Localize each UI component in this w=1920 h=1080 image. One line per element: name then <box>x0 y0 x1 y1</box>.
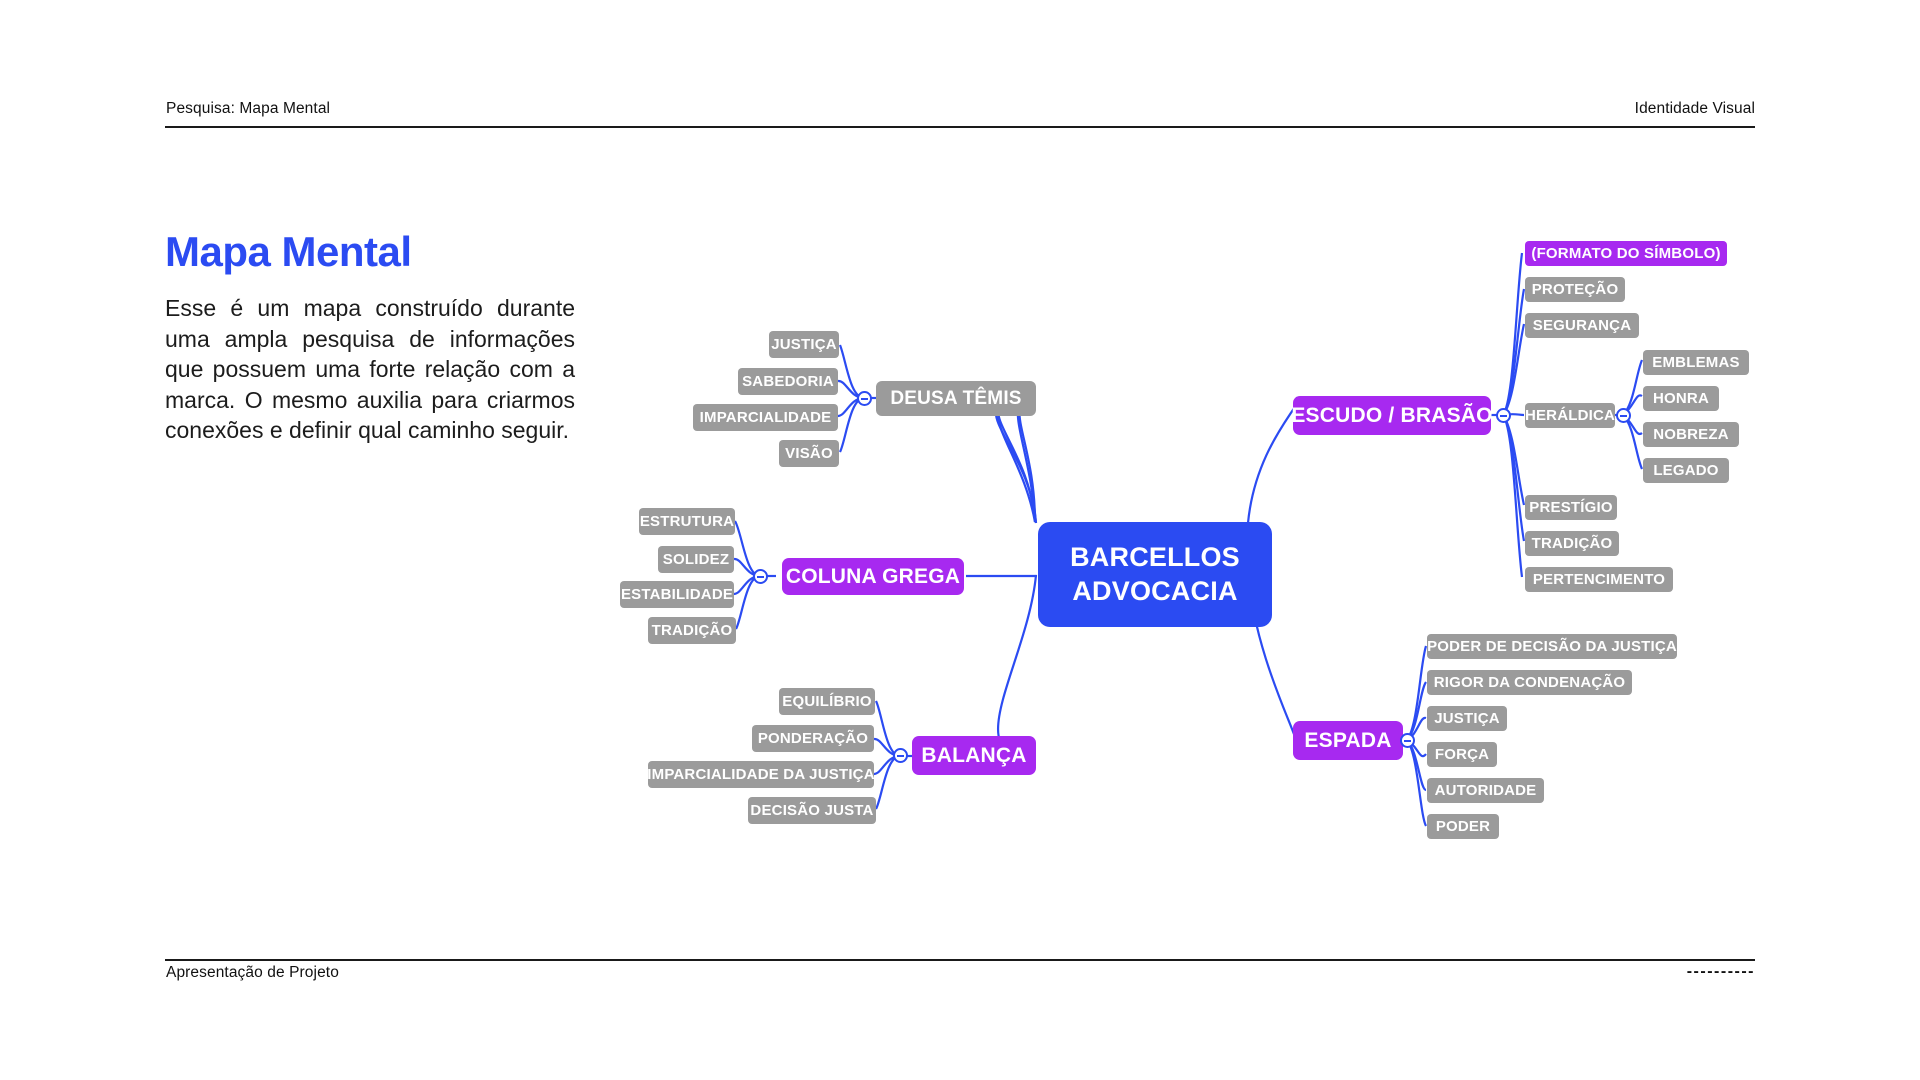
branch-node-deusa-temis[interactable]: DEUSA TÊMIS <box>876 381 1036 416</box>
leaf-pertencimento[interactable]: PERTENCIMENTO <box>1525 567 1673 592</box>
leaf-label: FORÇA <box>1434 746 1490 763</box>
leaf-label: ESTRUTURA <box>639 513 735 530</box>
leaf-label: RIGOR DA CONDENAÇÃO <box>1433 674 1626 691</box>
header-divider <box>165 126 1755 128</box>
leaf-rigor-condenacao[interactable]: RIGOR DA CONDENAÇÃO <box>1427 670 1632 695</box>
leaf-label: SEGURANÇA <box>1532 317 1632 334</box>
toggle-balanca[interactable] <box>893 748 908 763</box>
toggle-escudo-brasao[interactable] <box>1496 408 1511 423</box>
leaf-imparcialidade-justica[interactable]: IMPARCIALIDADE DA JUSTIÇA <box>647 761 875 788</box>
toggle-heraldica[interactable] <box>1616 408 1631 423</box>
header-right-label: Identidade Visual <box>1634 100 1755 117</box>
center-line-1: BARCELLOS <box>1070 541 1240 572</box>
leaf-label: (FORMATO DO SÍMBOLO) <box>1531 245 1721 262</box>
branch-node-espada[interactable]: ESPADA <box>1293 721 1403 760</box>
leaf-seguranca[interactable]: SEGURANÇA <box>1525 313 1639 338</box>
leaf-formato-do-simbolo[interactable]: (FORMATO DO SÍMBOLO) <box>1525 241 1727 266</box>
center-line-2: ADVOCACIA <box>1072 575 1238 606</box>
mindmap-center-node[interactable]: BARCELLOS ADVOCACIA <box>1038 522 1272 627</box>
branch-label-escudo-brasao: ESCUDO / BRASÃO <box>1291 403 1493 427</box>
leaf-label: HONRA <box>1653 390 1709 407</box>
branch-label-balanca: BALANÇA <box>921 743 1027 767</box>
branch-label-espada: ESPADA <box>1304 728 1392 752</box>
leaf-imparcialidade[interactable]: IMPARCIALIDADE <box>693 404 838 431</box>
leaf-estrutura[interactable]: ESTRUTURA <box>639 508 735 535</box>
leaf-label: HERÁLDICA <box>1524 407 1616 424</box>
branch-node-escudo-brasao[interactable]: ESCUDO / BRASÃO <box>1291 396 1493 435</box>
leaf-protecao[interactable]: PROTEÇÃO <box>1525 277 1625 302</box>
leaf-label: DECISÃO JUSTA <box>750 802 874 819</box>
leaf-equilibrio[interactable]: EQUILÍBRIO <box>779 688 875 715</box>
leaf-legado[interactable]: LEGADO <box>1643 458 1729 483</box>
leaf-ponderacao[interactable]: PONDERAÇÃO <box>752 725 874 752</box>
leaf-label: SABEDORIA <box>742 373 834 390</box>
leaf-tradicao-escudo[interactable]: TRADIÇÃO <box>1525 531 1619 556</box>
leaf-label: JUSTIÇA <box>771 336 837 353</box>
leaf-label: SOLIDEZ <box>662 551 730 568</box>
leaf-autoridade[interactable]: AUTORIDADE <box>1427 778 1544 803</box>
leaf-forca[interactable]: FORÇA <box>1427 742 1497 767</box>
leaf-poder-decisao-justica[interactable]: PODER DE DECISÃO DA JUSTIÇA <box>1427 634 1677 659</box>
leaf-label: PODER DE DECISÃO DA JUSTIÇA <box>1427 638 1677 655</box>
footer-divider <box>165 959 1755 961</box>
leaf-label: JUSTIÇA <box>1434 710 1500 727</box>
intro-description: Esse é um mapa construído durante uma am… <box>165 295 575 444</box>
leaf-label: AUTORIDADE <box>1434 782 1537 799</box>
toggle-deusa-temis[interactable] <box>857 391 872 406</box>
leaf-label: VISÃO <box>785 445 833 462</box>
leaf-nobreza[interactable]: NOBREZA <box>1643 422 1739 447</box>
leaf-justica-temis[interactable]: JUSTIÇA <box>769 331 839 358</box>
leaf-estabilidade[interactable]: ESTABILIDADE <box>620 581 734 608</box>
leaf-label: NOBREZA <box>1653 426 1729 443</box>
leaf-label: PODER <box>1435 818 1491 835</box>
footer-left-label: Apresentação de Projeto <box>166 964 339 981</box>
leaf-sabedoria[interactable]: SABEDORIA <box>738 368 838 395</box>
leaf-label: EMBLEMAS <box>1652 354 1740 371</box>
branch-node-coluna-grega[interactable]: COLUNA GREGA <box>782 558 964 595</box>
toggle-coluna-grega[interactable] <box>753 569 768 584</box>
leaf-label: IMPARCIALIDADE DA JUSTIÇA <box>647 766 875 783</box>
leaf-label: PROTEÇÃO <box>1531 281 1619 298</box>
leaf-label: TRADIÇÃO <box>1531 535 1613 552</box>
branch-label-coluna-grega: COLUNA GREGA <box>785 564 961 588</box>
toggle-espada[interactable] <box>1400 733 1415 748</box>
leaf-heraldica[interactable]: HERÁLDICA <box>1525 403 1615 428</box>
leaf-justica-espada[interactable]: JUSTIÇA <box>1427 706 1507 731</box>
leaf-label: ESTABILIDADE <box>620 586 734 603</box>
footer-page-marker: ---------- <box>1686 963 1755 980</box>
branch-label-deusa-temis: DEUSA TÊMIS <box>890 387 1022 409</box>
leaf-tradicao-coluna[interactable]: TRADIÇÃO <box>648 617 736 644</box>
leaf-decisao-justa[interactable]: DECISÃO JUSTA <box>748 797 876 824</box>
leaf-poder[interactable]: PODER <box>1427 814 1499 839</box>
leaf-label: IMPARCIALIDADE <box>699 409 832 426</box>
leaf-label: TRADIÇÃO <box>651 622 733 639</box>
page-title: Mapa Mental <box>165 228 412 275</box>
leaf-visao[interactable]: VISÃO <box>779 440 839 467</box>
leaf-prestigio[interactable]: PRESTÍGIO <box>1525 495 1617 520</box>
leaf-honra[interactable]: HONRA <box>1643 386 1719 411</box>
leaf-emblemas[interactable]: EMBLEMAS <box>1643 350 1749 375</box>
leaf-solidez[interactable]: SOLIDEZ <box>658 546 734 573</box>
header-left-label: Pesquisa: Mapa Mental <box>166 100 331 117</box>
leaf-label: LEGADO <box>1653 462 1719 479</box>
leaf-label: PERTENCIMENTO <box>1532 571 1666 588</box>
leaf-label: EQUILÍBRIO <box>782 693 872 710</box>
leaf-label: PRESTÍGIO <box>1529 499 1613 516</box>
leaf-label: PONDERAÇÃO <box>757 730 869 747</box>
branch-node-balanca[interactable]: BALANÇA <box>912 736 1036 775</box>
